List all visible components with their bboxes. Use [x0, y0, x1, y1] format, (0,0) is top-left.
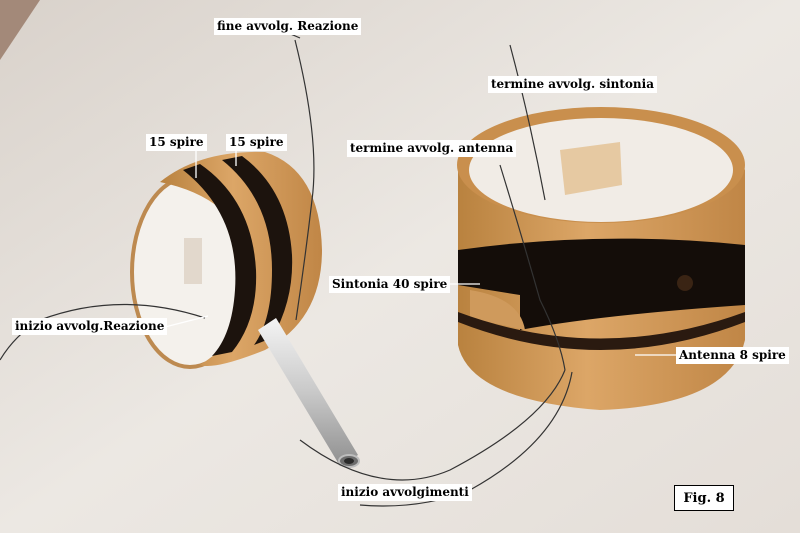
small-coil-winding-1	[183, 164, 257, 356]
label-15-spire-right: 15 spire	[226, 134, 287, 151]
label-inizio-reazione: inizio avvolg.Reazione	[12, 318, 168, 335]
label-fine-reazione: fine avvolg. Reazione	[214, 18, 362, 35]
corner-shadow	[0, 0, 40, 60]
aluminium-tube	[258, 318, 360, 468]
antenna-winding	[458, 312, 745, 350]
tuning-winding	[458, 238, 745, 330]
large-coil	[457, 107, 745, 410]
small-coil-inner-block	[184, 238, 202, 284]
winding-gap	[470, 290, 525, 330]
small-coil-winding-2	[222, 156, 293, 345]
label-sintonia: Sintonia 40 spire	[329, 276, 451, 293]
label-15-spire-left: 15 spire	[146, 134, 207, 151]
label-termine-antenna: termine avvolg. antenna	[347, 140, 517, 157]
leader-lines	[164, 150, 676, 356]
coil-hole	[677, 275, 693, 291]
label-inizio-avvolgimenti: inizio avvolgimenti	[338, 484, 472, 501]
label-termine-sintonia: termine avvolg. sintonia	[488, 76, 657, 93]
inner-tab	[560, 142, 622, 195]
label-antenna: Antenna 8 spire	[676, 347, 789, 364]
figure-label: Fig. 8	[674, 485, 734, 511]
